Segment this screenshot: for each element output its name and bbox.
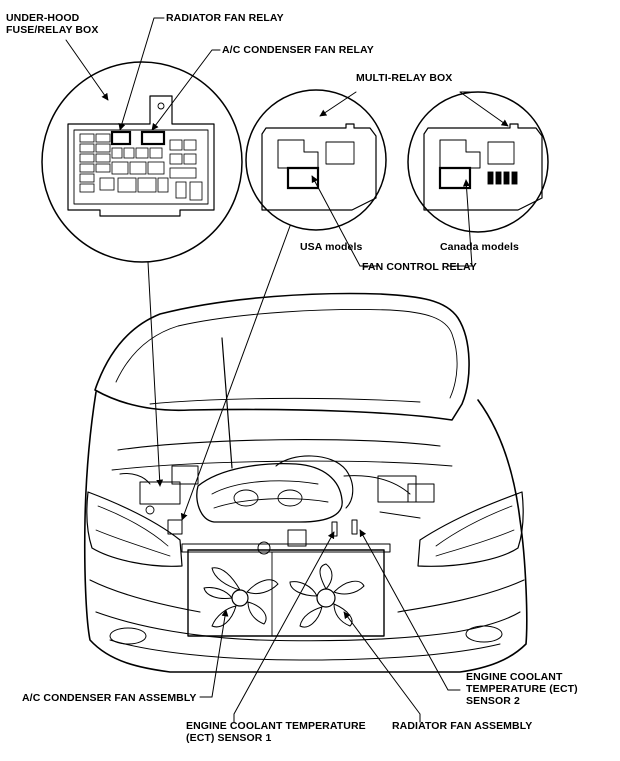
label-ect-sensor-2: ENGINE COOLANT TEMPERATURE (ECT) SENSOR …	[466, 671, 578, 707]
ac-condenser-fan	[203, 567, 279, 628]
label-radiator-fan-assembly: RADIATOR FAN ASSEMBLY	[392, 720, 533, 732]
canada-fan-control-relay-marker	[438, 166, 472, 190]
label-ac-condenser-fan-relay: A/C CONDENSER FAN RELAY	[222, 44, 374, 56]
ac-condenser-fan-relay-marker	[140, 130, 166, 146]
label-radiator-fan-relay: RADIATOR FAN RELAY	[166, 12, 284, 24]
label-fuse-relay-box: UNDER-HOOD FUSE/RELAY BOX	[6, 12, 99, 36]
engine-cover	[196, 463, 343, 523]
label-ect-sensor-1: ENGINE COOLANT TEMPERATURE (ECT) SENSOR …	[186, 720, 366, 744]
fuse-box-callout	[41, 61, 243, 263]
radiator	[187, 549, 385, 637]
leader-lines	[65, 17, 509, 723]
car-body	[83, 391, 528, 673]
label-usa-models: USA models	[300, 241, 363, 253]
label-ac-condenser-fan-assembly: A/C CONDENSER FAN ASSEMBLY	[22, 692, 197, 704]
label-fan-control-relay: FAN CONTROL RELAY	[362, 261, 477, 273]
left-headlight	[86, 491, 183, 567]
multi-relay-canada-callout	[407, 91, 549, 233]
radiator-fan	[289, 563, 365, 628]
label-canada-models: Canada models	[440, 241, 519, 253]
radiator-fan-relay-marker	[110, 130, 132, 146]
right-headlight	[417, 491, 524, 567]
label-multi-relay-box: MULTI-RELAY BOX	[356, 72, 453, 84]
car-illustration	[83, 292, 528, 673]
hood	[94, 292, 470, 421]
multi-relay-usa-callout	[245, 89, 387, 231]
